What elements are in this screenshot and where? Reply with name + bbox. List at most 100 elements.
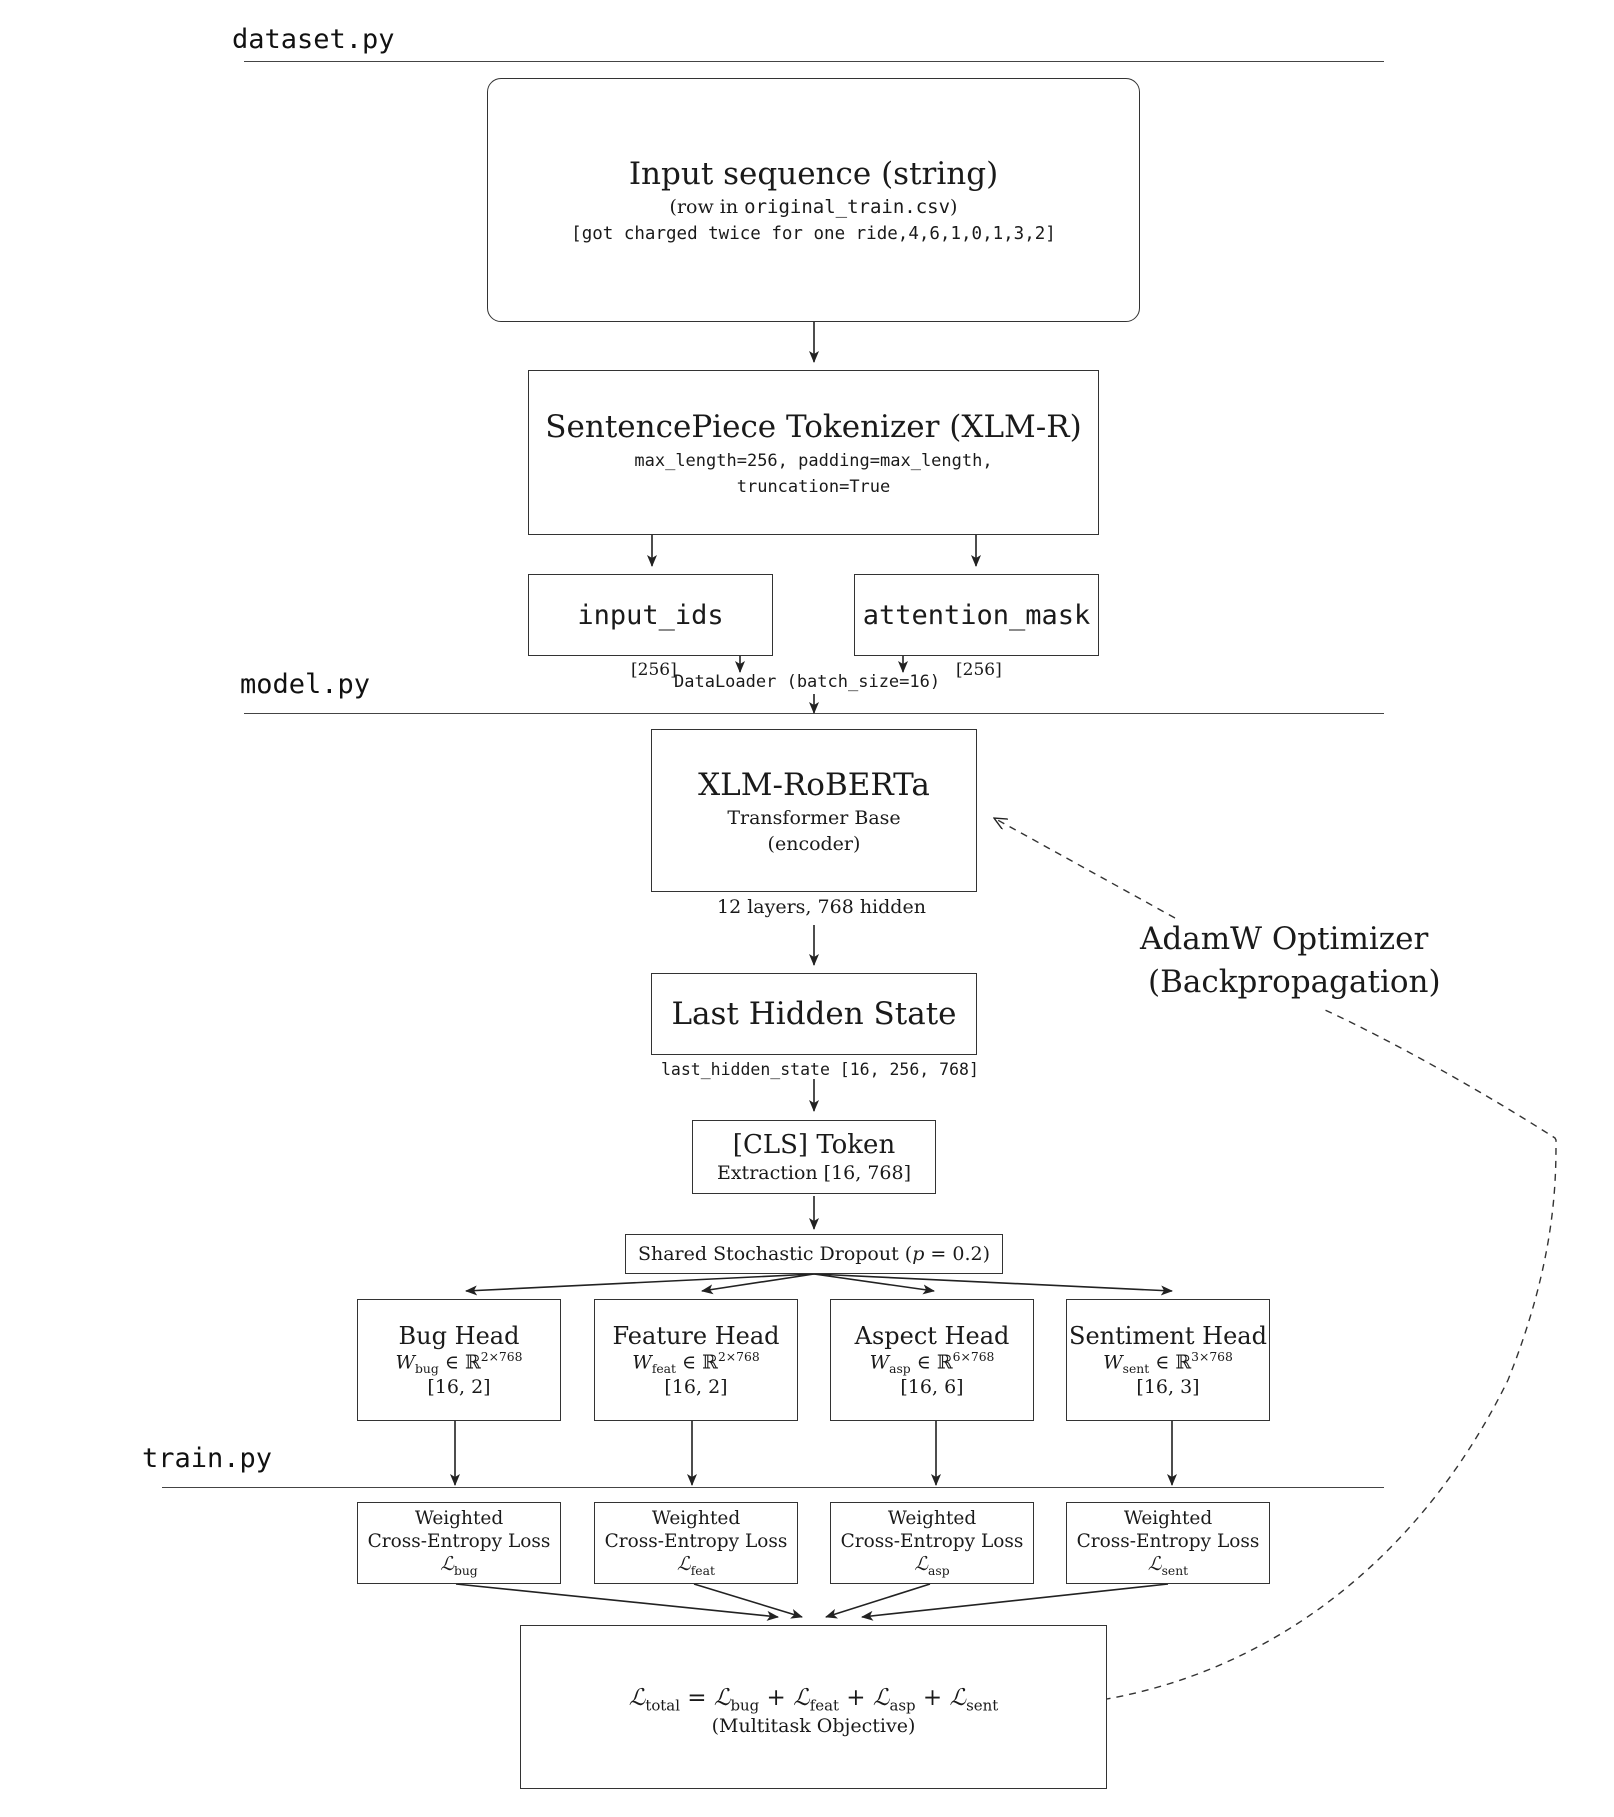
last-hidden-state-box: Last Hidden State [651, 973, 977, 1055]
dropout-variable: p [912, 1243, 925, 1265]
dropout-box: Shared Stochastic Dropout (p = 0.2) [625, 1234, 1003, 1274]
bug-head-weight-sub: bug [415, 1362, 439, 1377]
input-sample-row: [got charged twice for one ride,4,6,1,0,… [571, 224, 1056, 244]
loss-asp-symbol: ℒasp [914, 1553, 950, 1578]
tokenizer-title: SentencePiece Tokenizer (XLM-R) [545, 408, 1082, 445]
xlm-roberta-encoder-box: XLM-RoBERTa Transformer Base (encoder) [651, 729, 977, 892]
section-label-dataset: dataset.py [232, 24, 395, 55]
section-divider-train [162, 1487, 1384, 1488]
total-eq-sub-feat: feat [809, 1696, 839, 1715]
loss-bug-line2: Cross-Entropy Loss [367, 1530, 551, 1552]
loss-feat-line2: Cross-Entropy Loss [604, 1530, 788, 1552]
cls-token-box: [CLS] Token Extraction [16, 768] [692, 1120, 936, 1194]
feature-head-box: Feature Head Wfeat ∈ ℝ2×768 [16, 2] [594, 1299, 798, 1421]
arrow-dropout-to-sentiment-head [813, 1273, 1173, 1296]
total-eq-sub-asp: asp [889, 1696, 916, 1715]
loss-sent-box: Weighted Cross-Entropy Loss ℒsent [1066, 1502, 1270, 1584]
sentiment-head-weight: Wsent ∈ ℝ3×768 [1103, 1349, 1233, 1377]
encoder-line1: Transformer Base [727, 806, 901, 829]
input-row-file: original_train.csv [744, 196, 951, 218]
loss-asp-box: Weighted Cross-Entropy Loss ℒasp [830, 1502, 1034, 1584]
aspect-head-weight-sup: 6×768 [952, 1349, 995, 1364]
section-divider-dataset [244, 61, 1384, 62]
loss-asp-line1: Weighted [887, 1507, 977, 1529]
tokenizer-params-line1: max_length=256, padding=max_length, [634, 450, 993, 471]
aspect-head-weight-sub: asp [889, 1362, 911, 1377]
dropout-suffix: = 0.2) [924, 1243, 991, 1265]
section-label-model: model.py [240, 669, 371, 700]
sentiment-head-weight-sup: 3×768 [1191, 1349, 1233, 1364]
loss-bug-symbol: ℒbug [440, 1553, 478, 1578]
cls-title: [CLS] Token [732, 1130, 896, 1160]
aspect-head-shape: [16, 6] [900, 1376, 964, 1399]
total-loss-caption: (Multitask Objective) [711, 1714, 916, 1737]
total-sub: total [645, 1696, 680, 1715]
bug-head-shape: [16, 2] [427, 1376, 491, 1399]
loss-feat-box: Weighted Cross-Entropy Loss ℒfeat [594, 1502, 798, 1584]
backprop-path-total-to-optimizer [1051, 1009, 1557, 1707]
loss-feat-sub: feat [690, 1563, 715, 1578]
attention-mask-label: attention_mask [862, 599, 1091, 631]
feature-head-title: Feature Head [612, 1321, 780, 1350]
total-eq-sub-bug: bug [730, 1696, 760, 1715]
aspect-head-title: Aspect Head [854, 1321, 1010, 1350]
dropout-prefix: Shared Stochastic Dropout ( [637, 1243, 913, 1265]
encoder-config-note: 12 layers, 768 hidden [717, 896, 926, 918]
sentiment-head-box: Sentiment Head Wsent ∈ ℝ3×768 [16, 3] [1066, 1299, 1270, 1421]
input-row-source: (row in original_train.csv) [670, 196, 958, 218]
arrow-loss-feat-to-total [693, 1583, 803, 1619]
loss-feat-symbol: ℒfeat [677, 1553, 715, 1578]
loss-bug-box: Weighted Cross-Entropy Loss ℒbug [357, 1502, 561, 1584]
sentiment-head-weight-sub: sent [1122, 1362, 1150, 1377]
bug-head-box: Bug Head Wbug ∈ ℝ2×768 [16, 2] [357, 1299, 561, 1421]
sentiment-head-shape: [16, 3] [1136, 1376, 1200, 1399]
arrow-dropout-to-feature-head [701, 1273, 815, 1295]
arrow-dropout-to-aspect-head [813, 1273, 935, 1295]
loss-sent-sub: sent [1161, 1563, 1189, 1578]
loss-bug-line1: Weighted [414, 1507, 504, 1529]
input-sequence-title: Input sequence (string) [628, 156, 999, 192]
input-ids-box: input_ids [528, 574, 773, 656]
loss-bug-sub: bug [453, 1563, 478, 1578]
hidden-state-title: Last Hidden State [671, 996, 957, 1032]
feature-head-weight-sup: 2×768 [717, 1349, 760, 1364]
loss-sent-line1: Weighted [1123, 1507, 1213, 1529]
feature-head-shape: [16, 2] [664, 1376, 728, 1399]
arrow-loss-bug-to-total [455, 1583, 779, 1621]
total-loss-equation: ℒtotal = ℒbug + ℒfeat + ℒasp + ℒsent [628, 1685, 999, 1715]
sentiment-head-title: Sentiment Head [1069, 1321, 1267, 1350]
total-loss-box: ℒtotal = ℒbug + ℒfeat + ℒasp + ℒsent (Mu… [520, 1625, 1107, 1789]
feature-head-weight: Wfeat ∈ ℝ2×768 [632, 1349, 760, 1377]
optimizer-line1: AdamW Optimizer [1140, 921, 1429, 957]
input-row-suffix: ) [950, 196, 958, 218]
optimizer-line2: (Backpropagation) [1148, 964, 1441, 1000]
arrow-dropout-to-bug-head [465, 1273, 815, 1296]
encoder-title: XLM-RoBERTa [698, 766, 930, 803]
bug-head-title: Bug Head [398, 1321, 520, 1350]
input-row-prefix: (row in [669, 196, 745, 218]
cls-extraction: Extraction [16, 768] [716, 1162, 912, 1184]
loss-sent-line2: Cross-Entropy Loss [1076, 1530, 1260, 1552]
bug-head-weight-sup: 2×768 [480, 1349, 523, 1364]
backprop-path-optimizer-to-encoder [994, 818, 1176, 919]
dropout-label: Shared Stochastic Dropout (p = 0.2) [638, 1243, 990, 1265]
dataloader-label: DataLoader (batch_size=16) [674, 672, 941, 692]
aspect-head-box: Aspect Head Wasp ∈ ℝ6×768 [16, 6] [830, 1299, 1034, 1421]
loss-asp-sub: asp [928, 1563, 950, 1578]
aspect-head-weight: Wasp ∈ ℝ6×768 [869, 1349, 995, 1377]
loss-feat-line1: Weighted [651, 1507, 741, 1529]
arrow-loss-asp-to-total [825, 1583, 931, 1619]
attention-mask-dim: [256] [956, 660, 1002, 680]
attention-mask-box: attention_mask [854, 574, 1099, 656]
input-sequence-box: Input sequence (string) (row in original… [487, 78, 1140, 322]
loss-asp-line2: Cross-Entropy Loss [840, 1530, 1024, 1552]
hidden-state-shape: last_hidden_state [16, 256, 768] [661, 1060, 979, 1079]
tokenizer-box: SentencePiece Tokenizer (XLM-R) max_leng… [528, 370, 1099, 535]
arrow-loss-sent-to-total [861, 1583, 1169, 1621]
feature-head-weight-sub: feat [651, 1362, 677, 1377]
tokenizer-params-line2: truncation=True [736, 476, 891, 497]
bug-head-weight: Wbug ∈ ℝ2×768 [395, 1349, 523, 1377]
section-label-train: train.py [142, 1443, 273, 1474]
loss-sent-symbol: ℒsent [1147, 1553, 1189, 1578]
